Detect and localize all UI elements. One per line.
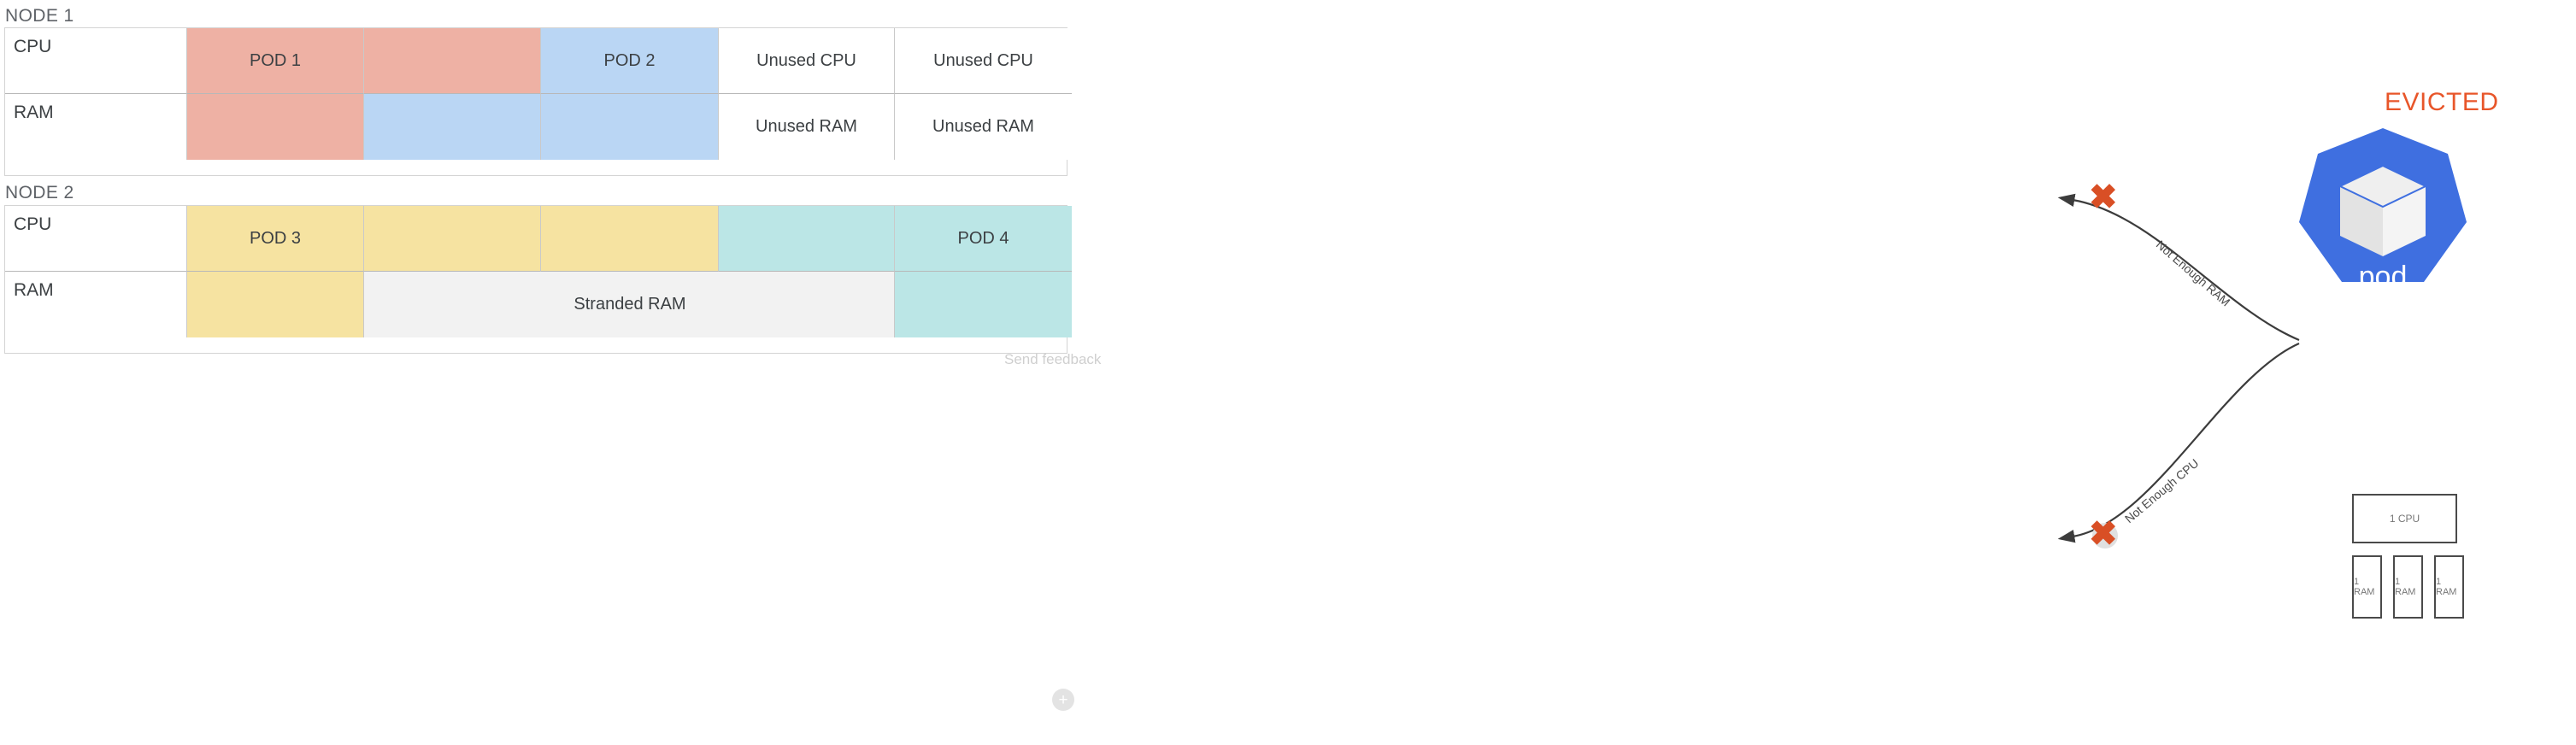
node-1-ram-pod2-b[interactable] <box>541 94 719 160</box>
node-1-cpu-pod1-a[interactable]: POD 1 <box>187 28 364 94</box>
node-2-ram-stranded-c <box>719 272 895 337</box>
edge-label-not-enough-ram: Not Enough RAM <box>2153 237 2233 309</box>
node-2-cpu-pod3-c[interactable] <box>541 206 719 272</box>
node-2-ram-pod4[interactable] <box>895 272 1072 337</box>
add-resource-chip-icon[interactable]: + <box>2092 523 2118 548</box>
node-2-title: NODE 2 <box>5 183 74 202</box>
node-2-ram-stranded-b: Stranded RAM <box>541 272 719 337</box>
kubernetes-pod-icon: pod <box>2297 126 2468 297</box>
node-2-cpu-row-label: CPU <box>5 206 187 272</box>
node-1-cpu-pod1-b[interactable] <box>364 28 541 94</box>
pod-logo-label: pod <box>2358 261 2408 293</box>
node-1-ram-unused-a: Unused RAM <box>719 94 895 160</box>
add-node-button[interactable]: + <box>1052 689 1074 711</box>
send-feedback-link[interactable]: Send feedback <box>1004 351 1102 367</box>
pod-ram-request-box-3: 1 RAM <box>2434 555 2464 619</box>
node-1-title: NODE 1 <box>5 6 74 26</box>
node-2-ram-pod3[interactable] <box>187 272 364 337</box>
node-1-cpu-row-label: CPU <box>5 28 187 94</box>
node-2-cpu-pod3-b[interactable] <box>364 206 541 272</box>
node-2-cpu-pod4-a[interactable] <box>719 206 895 272</box>
node-1-cpu-unused-a: Unused CPU <box>719 28 895 94</box>
node-1-cpu-unused-b: Unused CPU <box>895 28 1072 94</box>
edge-label-not-enough-cpu: Not Enough CPU <box>2121 455 2202 526</box>
node-1-ram-pod2-a[interactable] <box>364 94 541 160</box>
node-1-cpu-pod2[interactable]: POD 2 <box>541 28 719 94</box>
evicted-status-badge: EVICTED <box>2385 88 2499 116</box>
node-2-grid: CPU POD 3 POD 4 RAM Stranded RAM <box>5 206 1072 353</box>
node-1-grid: CPU POD 1 POD 2 Unused CPU Unused CPU RA… <box>5 28 1072 175</box>
node-2-ram-stranded-a <box>364 272 541 337</box>
pod-ram-request-box-2: 1 RAM <box>2393 555 2423 619</box>
node-1-ram-pod1[interactable] <box>187 94 364 160</box>
not-enough-ram-x-icon: ✖ <box>2089 179 2118 216</box>
node-1-ram-unused-b: Unused RAM <box>895 94 1072 160</box>
not-enough-cpu-x-icon: ✖ <box>2089 515 2118 553</box>
pod-ram-request-box-1: 1 RAM <box>2352 555 2382 619</box>
node-1-ram-row-label: RAM <box>5 94 187 160</box>
pod-cpu-request-box: 1 CPU <box>2352 494 2457 543</box>
node-2-cpu-pod3-a[interactable]: POD 3 <box>187 206 364 272</box>
node-2-ram-row-label: RAM <box>5 272 187 337</box>
node-2-cpu-pod4-b[interactable]: POD 4 <box>895 206 1072 272</box>
